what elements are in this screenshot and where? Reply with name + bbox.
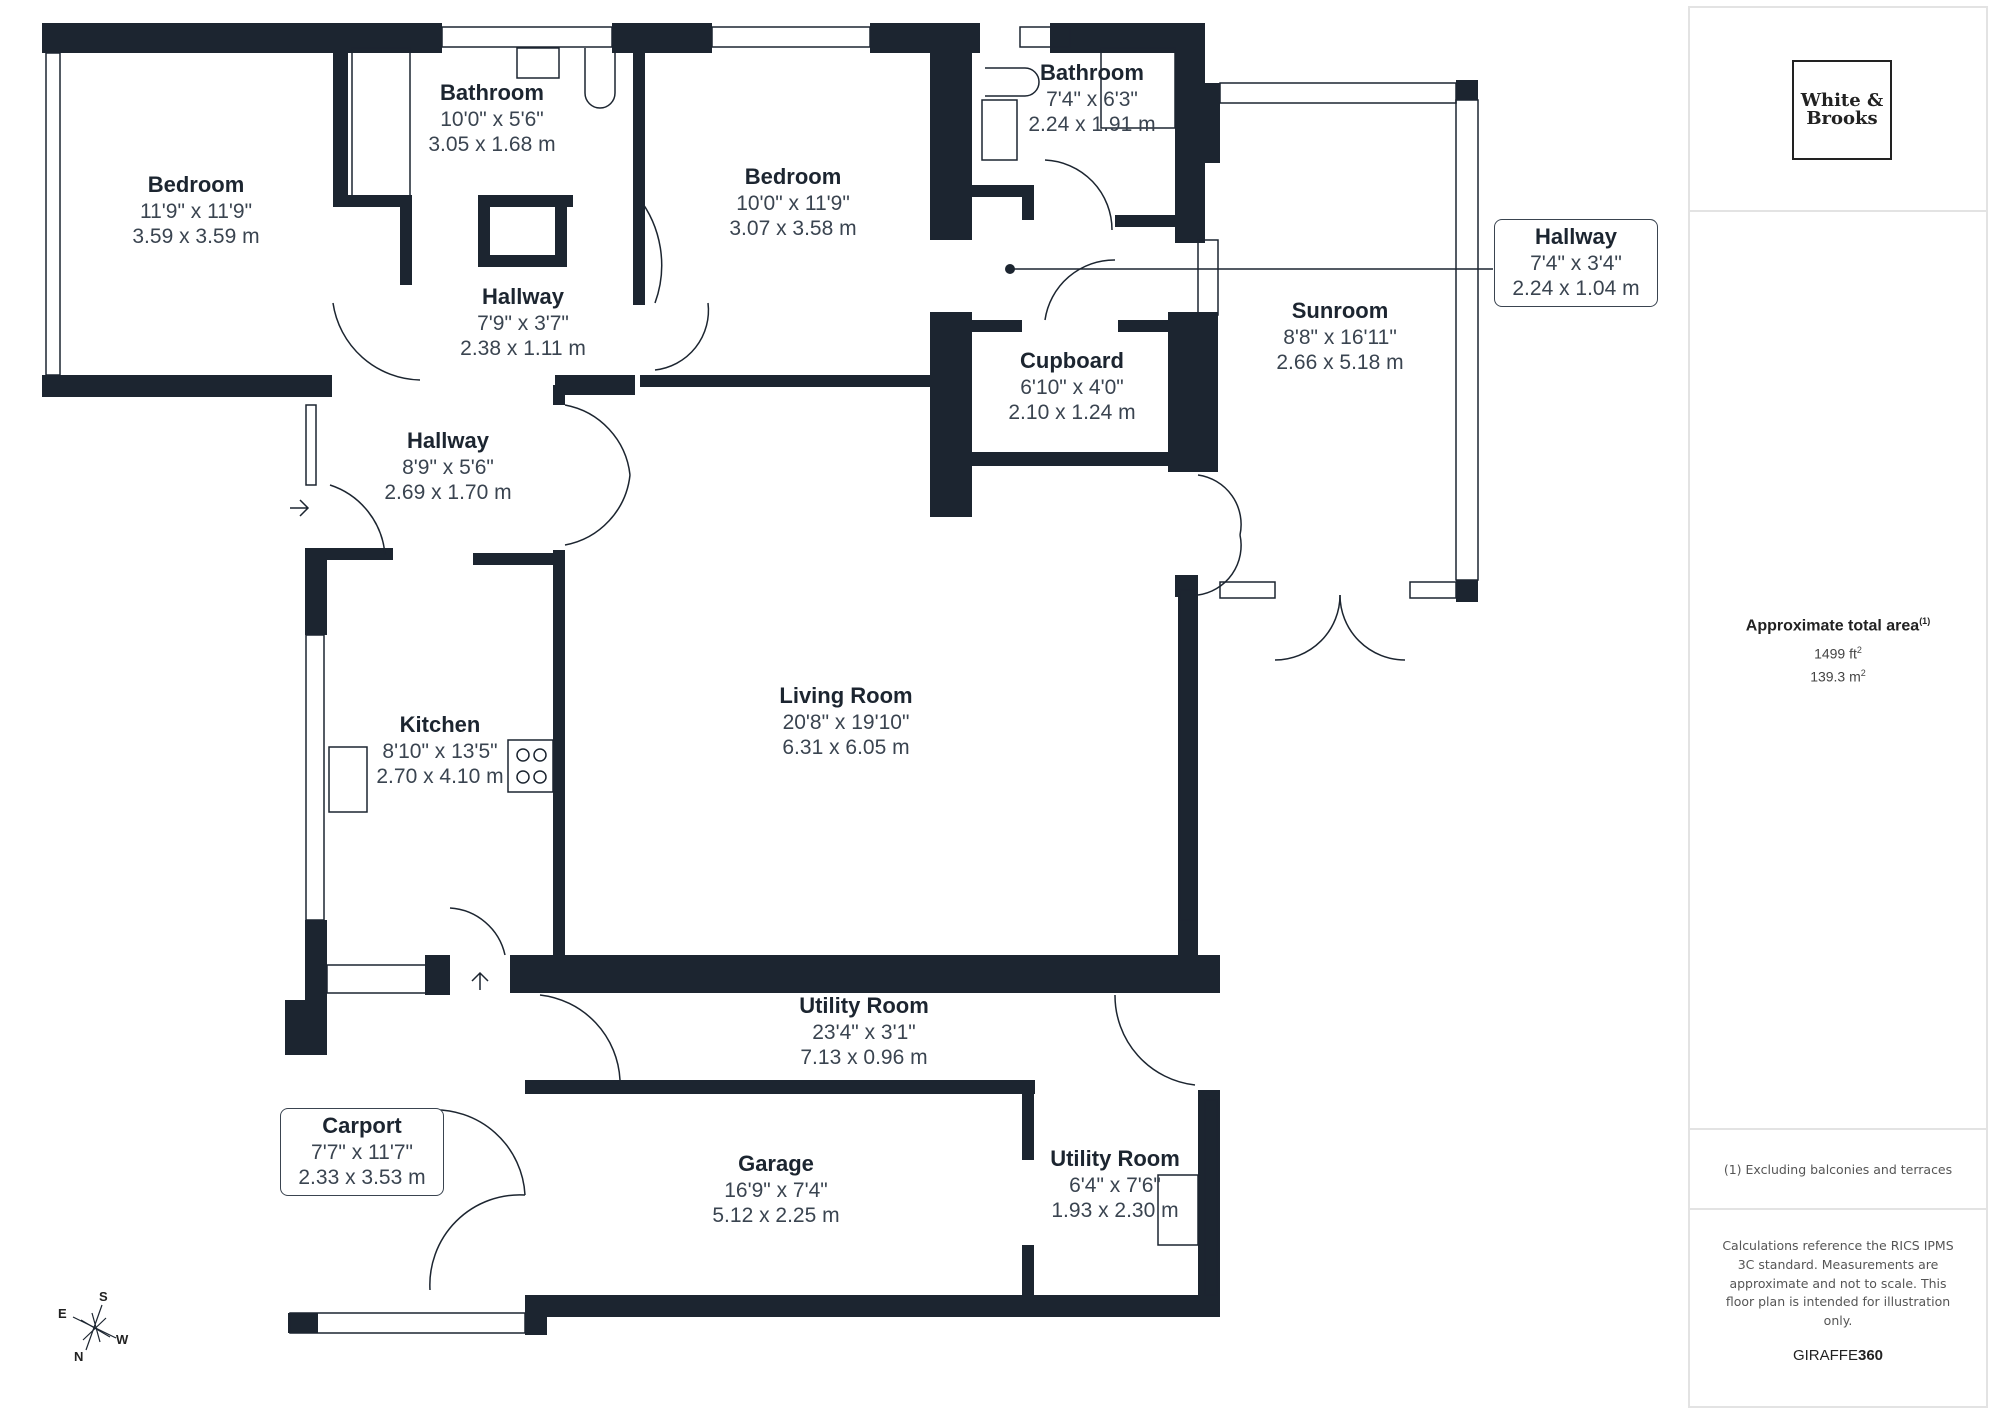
room-dim-imperial: 20'8" x 19'10" bbox=[782, 710, 910, 734]
room-dim-imperial: 16'9" x 7'4" bbox=[724, 1178, 828, 1202]
brand-prefix: GIRAFFE bbox=[1792, 1346, 1858, 1364]
room-dim-metric: 2.24 x 1.04 m bbox=[1512, 277, 1640, 301]
room-dim-imperial: 7'7" x 11'7" bbox=[311, 1140, 413, 1164]
room-dim-metric: 5.12 x 2.25 m bbox=[712, 1204, 840, 1228]
logo-line-2: Brooks bbox=[1806, 108, 1878, 129]
room-dim-imperial: 6'10" x 4'0" bbox=[1020, 375, 1124, 399]
compass-west-label: W bbox=[116, 1332, 129, 1347]
logo-line-1: White & bbox=[1800, 90, 1884, 111]
room-dim-metric: 2.38 x 1.11 m bbox=[460, 337, 586, 361]
room-name: Sunroom bbox=[1291, 298, 1389, 323]
room-utility-small: Utility Room 6'4" x 7'6" 1.93 x 2.30 m bbox=[1050, 1146, 1180, 1224]
room-dim-imperial: 6'4" x 7'6" bbox=[1069, 1173, 1161, 1197]
room-bedroom-2: Bedroom 10'0" x 11'9" 3.07 x 3.58 m bbox=[729, 164, 856, 242]
room-name: Hallway bbox=[1535, 224, 1617, 249]
room-bathroom-1: Bathroom 10'0" x 5'6" 3.05 x 1.68 m bbox=[428, 80, 555, 158]
agency-logo: White & Brooks bbox=[1792, 60, 1892, 160]
room-name: Carport bbox=[322, 1113, 402, 1138]
brand-suffix: 360 bbox=[1857, 1346, 1884, 1364]
room-name: Bedroom bbox=[147, 172, 245, 197]
room-dim-imperial: 7'4" x 6'3" bbox=[1046, 87, 1138, 111]
room-name: Living Room bbox=[779, 683, 913, 708]
room-carport-callout: Carport 7'7" x 11'7" 2.33 x 3.53 m bbox=[280, 1108, 444, 1197]
room-name: Bathroom bbox=[440, 80, 544, 105]
room-dim-metric: 6.31 x 6.05 m bbox=[782, 736, 910, 760]
info-sidebar: White & Brooks Approximate total area(1)… bbox=[1688, 6, 1988, 1408]
room-dim-metric: 2.24 x 1.91 m bbox=[1028, 113, 1156, 137]
disclaimer-section: Calculations reference the RICS IPMS 3C … bbox=[1690, 1210, 1986, 1406]
room-name: Bathroom bbox=[1040, 60, 1144, 85]
logo-section: White & Brooks bbox=[1690, 8, 1986, 212]
area-section: Approximate total area(1) 1499 ft2 139.3… bbox=[1690, 212, 1986, 1130]
room-dim-metric: 2.66 x 5.18 m bbox=[1276, 351, 1404, 375]
room-name: Utility Room bbox=[799, 993, 929, 1018]
room-dim-metric: 1.93 x 2.30 m bbox=[1051, 1199, 1179, 1223]
room-dim-imperial: 8'8" x 16'11" bbox=[1283, 325, 1397, 349]
room-hallway-entry: Hallway 8'9" x 5'6" 2.69 x 1.70 m bbox=[384, 428, 511, 506]
room-dim-metric: 2.69 x 1.70 m bbox=[384, 481, 512, 505]
room-dim-imperial: 11'9" x 11'9" bbox=[139, 199, 253, 223]
compass-north-label: N bbox=[74, 1349, 84, 1364]
room-name: Kitchen bbox=[399, 712, 481, 737]
compass-rose bbox=[72, 1304, 117, 1351]
room-bathroom-2: Bathroom 7'4" x 6'3" 2.24 x 1.91 m bbox=[1028, 60, 1155, 138]
squared-marker: 2 bbox=[1860, 667, 1866, 678]
room-dim-metric: 3.05 x 1.68 m bbox=[428, 133, 556, 157]
room-name: Bedroom bbox=[744, 164, 842, 189]
area-sqm-value: 139.3 m bbox=[1810, 668, 1861, 685]
giraffe360-brand: GIRAFFE360 bbox=[1690, 1347, 1986, 1364]
disclaimer-text: Calculations reference the RICS IPMS 3C … bbox=[1722, 1238, 1954, 1328]
area-title: Approximate total area(1) bbox=[1690, 616, 1986, 635]
room-dim-imperial: 8'10" x 13'5" bbox=[382, 739, 498, 763]
windows-doors-fixtures bbox=[45, 26, 1493, 1334]
room-dim-metric: 7.13 x 0.96 m bbox=[800, 1046, 928, 1070]
room-dim-imperial: 8'9" x 5'6" bbox=[402, 455, 494, 479]
room-dim-metric: 3.07 x 3.58 m bbox=[729, 217, 857, 241]
room-name: Hallway bbox=[407, 428, 489, 453]
room-dim-imperial: 7'4" x 3'4" bbox=[1530, 251, 1622, 275]
room-dim-metric: 2.70 x 4.10 m bbox=[376, 765, 504, 789]
room-cupboard: Cupboard 6'10" x 4'0" 2.10 x 1.24 m bbox=[1008, 348, 1135, 426]
room-dim-imperial: 7'9" x 3'7" bbox=[477, 311, 569, 335]
footnote-text: (1) Excluding balconies and terraces bbox=[1723, 1161, 1953, 1177]
footnote-section: (1) Excluding balconies and terraces bbox=[1690, 1130, 1986, 1210]
room-living-room: Living Room 20'8" x 19'10" 6.31 x 6.05 m bbox=[779, 683, 912, 761]
footnote-marker: (1) bbox=[1919, 616, 1931, 626]
compass-south-label: S bbox=[99, 1289, 108, 1304]
room-hallway-callout: Hallway 7'4" x 3'4" 2.24 x 1.04 m bbox=[1494, 219, 1658, 308]
room-dim-imperial: 10'0" x 11'9" bbox=[736, 191, 850, 215]
room-hallway-upper: Hallway 7'9" x 3'7" 2.38 x 1.11 m bbox=[460, 284, 586, 362]
room-garage: Garage 16'9" x 7'4" 5.12 x 2.25 m bbox=[712, 1151, 839, 1229]
area-title-text: Approximate total area bbox=[1745, 617, 1920, 635]
room-dim-imperial: 23'4" x 3'1" bbox=[812, 1020, 916, 1044]
squared-marker: 2 bbox=[1856, 645, 1862, 656]
room-utility-long: Utility Room 23'4" x 3'1" 7.13 x 0.96 m bbox=[799, 993, 929, 1071]
room-kitchen: Kitchen 8'10" x 13'5" 2.70 x 4.10 m bbox=[376, 712, 503, 790]
walls bbox=[42, 23, 1478, 1335]
room-dim-metric: 3.59 x 3.59 m bbox=[132, 225, 260, 249]
room-name: Hallway bbox=[482, 284, 564, 309]
compass-east-label: E bbox=[58, 1306, 67, 1321]
room-name: Garage bbox=[738, 1151, 814, 1176]
area-sqft-value: 1499 ft bbox=[1814, 645, 1857, 662]
room-dim-metric: 2.10 x 1.24 m bbox=[1008, 401, 1136, 425]
room-bedroom-1: Bedroom 11'9" x 11'9" 3.59 x 3.59 m bbox=[132, 172, 259, 250]
room-dim-imperial: 10'0" x 5'6" bbox=[440, 107, 544, 131]
room-name: Utility Room bbox=[1050, 1146, 1180, 1171]
room-dim-metric: 2.33 x 3.53 m bbox=[298, 1166, 426, 1190]
room-sunroom: Sunroom 8'8" x 16'11" 2.66 x 5.18 m bbox=[1276, 298, 1403, 376]
area-sqm: 139.3 m2 bbox=[1690, 668, 1986, 685]
area-sqft: 1499 ft2 bbox=[1690, 645, 1986, 662]
room-name: Cupboard bbox=[1020, 348, 1124, 373]
